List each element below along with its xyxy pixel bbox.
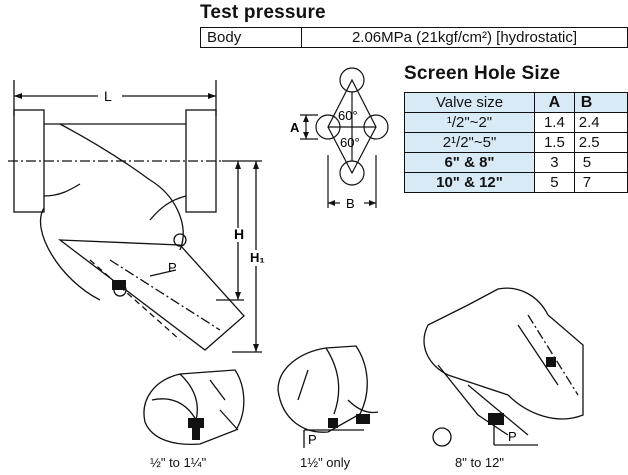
detail-caption-2: 1½" only xyxy=(300,455,351,470)
detail-caption-1: ½" to 1¼" xyxy=(150,455,207,470)
angle-top-label: 60° xyxy=(338,108,358,123)
test-pressure-title: Test pressure xyxy=(200,2,326,23)
angle-bottom-label: 60° xyxy=(340,135,360,150)
screen-hole-diagram: 60° 60° A B xyxy=(290,67,389,211)
table-row: 10" & 12" 5 7 xyxy=(404,172,628,193)
dimension-b-label: B xyxy=(346,196,355,211)
dimension-h1-label: H₁ xyxy=(250,250,265,265)
screen-hole-table: Valve size A B ¹/2"~2" 1.4 2.4 2¹/2"~5" … xyxy=(404,92,628,193)
test-pressure-label: Body xyxy=(200,27,302,48)
detail-3-p-label: P xyxy=(508,429,517,444)
screen-hole-title: Screen Hole Size xyxy=(404,63,561,84)
dimension-l-label: L xyxy=(104,88,112,104)
detail-drawing-3: P xyxy=(423,287,584,447)
detail-drawing-2: P xyxy=(277,345,379,448)
detail-caption-3: 8" to 12" xyxy=(455,455,504,470)
header-a: A xyxy=(534,92,575,113)
table-row: 6" & 8" 3 5 xyxy=(404,152,628,173)
dimension-h-label: H xyxy=(234,226,244,242)
test-pressure-value: 2.06MPa (21kgf/cm²) [hydrostatic] xyxy=(301,27,628,48)
header-b: B xyxy=(573,92,628,113)
header-valve-size: Valve size xyxy=(404,92,535,113)
table-row: 2¹/2"~5" 1.5 2.5 xyxy=(404,132,628,153)
detail-drawing-1 xyxy=(143,369,245,446)
dimension-a-label: A xyxy=(290,120,300,135)
y-strainer-drawing: L H H₁ P xyxy=(8,80,265,353)
detail-2-p-label: P xyxy=(308,432,317,447)
plug-p-label: P xyxy=(168,260,177,275)
table-row: ¹/2"~2" 1.4 2.4 xyxy=(404,112,628,133)
test-pressure-table: Body 2.06MPa (21kgf/cm²) [hydrostatic] xyxy=(200,27,628,48)
